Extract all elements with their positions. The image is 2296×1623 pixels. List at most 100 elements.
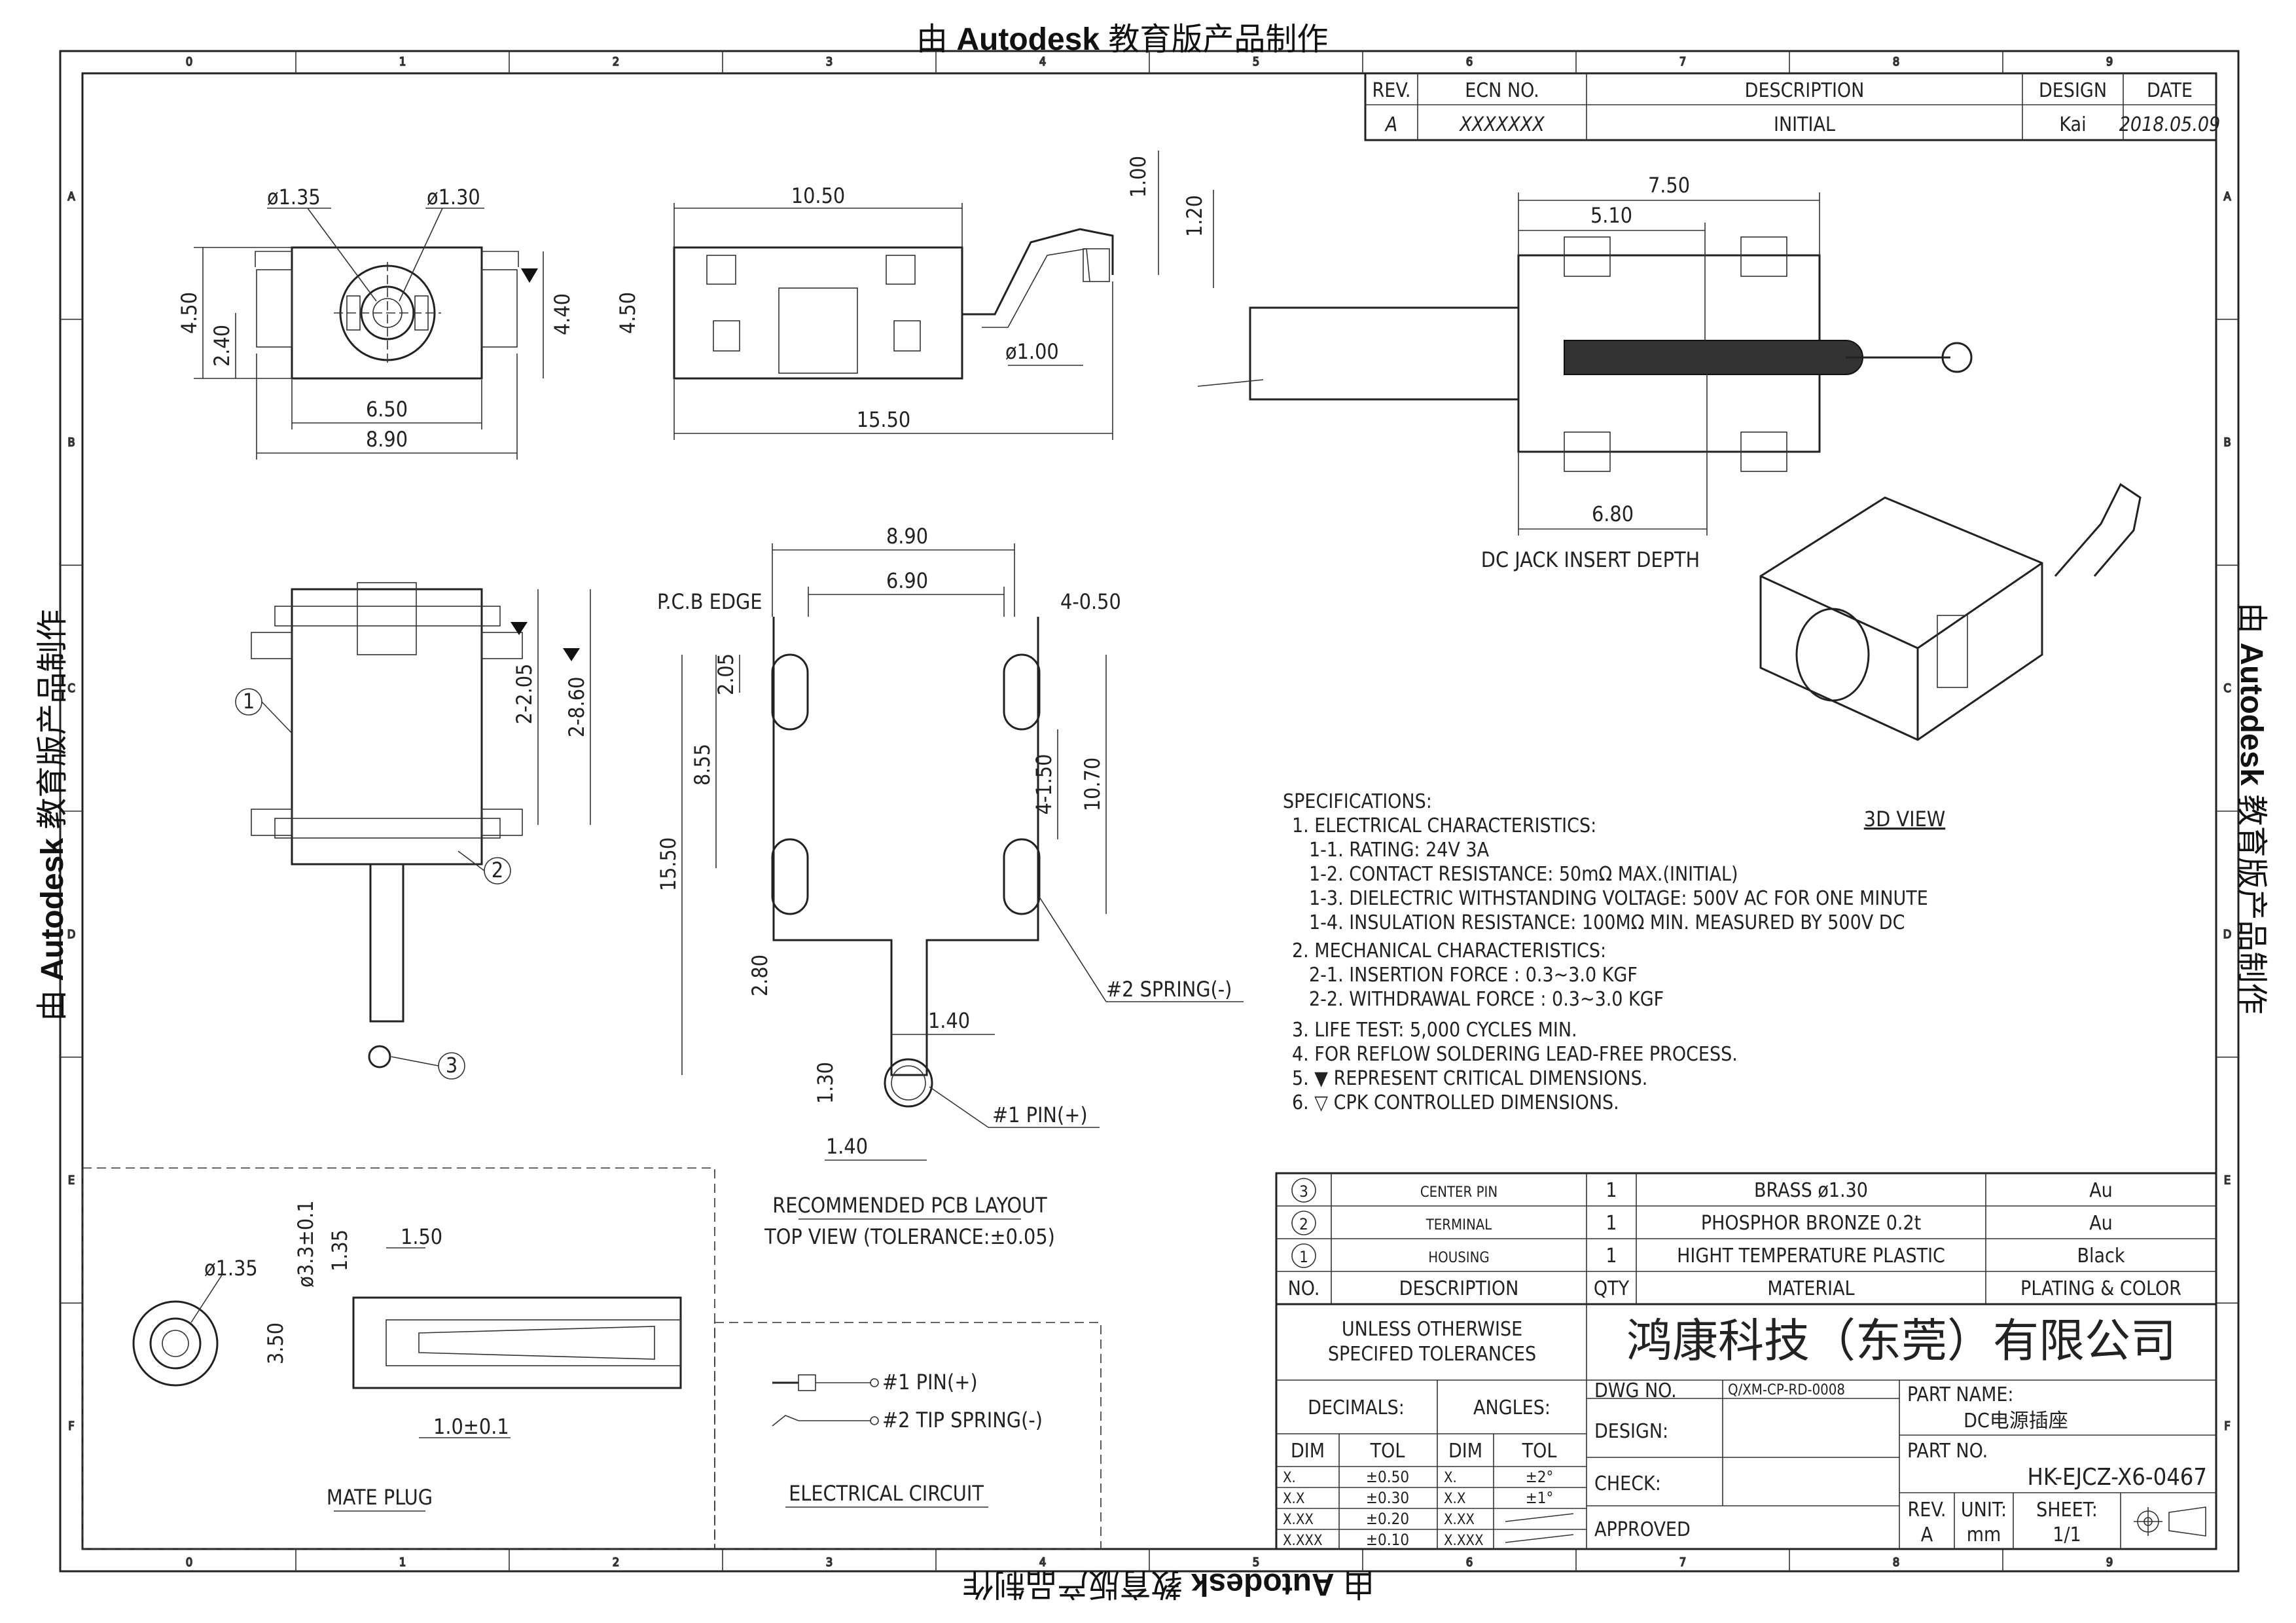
section-caption: DC JACK INSERT DEPTH	[1481, 547, 1700, 572]
bom-cell: BRASS ø1.30	[1754, 1179, 1868, 1202]
dec-dim: X.XXX	[1283, 1533, 1323, 1549]
side-dim-len: 15.50	[857, 407, 910, 432]
decimals-label: DECIMALS:	[1308, 1396, 1405, 1419]
pcb-dim-s9: 1.40	[826, 1134, 868, 1159]
grid-col-label: 8	[1893, 1556, 1899, 1569]
description-value: INITIAL	[1774, 113, 1835, 136]
grid-col-label: 9	[2106, 1556, 2113, 1569]
sheet-value: 1/1	[2053, 1523, 2081, 1546]
grid-col-label: 0	[186, 1556, 192, 1569]
spec-line: 2-1. INSERTION FORCE : 0.3~3.0 KGF	[1309, 964, 1638, 987]
ang-dim: X.XX	[1444, 1512, 1475, 1528]
dec-tol: ±0.30	[1366, 1489, 1409, 1507]
pcb-dim-s1: 2.05	[713, 653, 738, 695]
watermark-bottom: 由 Autodesk 教育版产品制作	[963, 1567, 1374, 1601]
ang-dim-header: DIM	[1448, 1440, 1482, 1463]
grid-row-label: A	[67, 190, 75, 204]
electrical-circuit: #1 PIN(+) #2 TIP SPRING(-) ELECTRICAL CI…	[714, 1322, 1102, 1550]
bottom-view: 1 2 3 2-2.05 2-8.60	[235, 582, 591, 1080]
pcb-dim-s4: 4-1.50	[1031, 754, 1056, 815]
bom-cell: TERMINAL	[1426, 1217, 1492, 1233]
pcb-dim-slot: 4-0.50	[1060, 589, 1121, 614]
bom-cell: 1	[1605, 1245, 1617, 1267]
inserted-plug	[1564, 340, 1863, 375]
front-dim-h1: 4.50	[177, 292, 202, 334]
bottom-callout-2: 2	[492, 858, 503, 883]
unless-line-2: SPECIFED TOLERANCES	[1328, 1343, 1536, 1366]
check-label: CHECK:	[1594, 1472, 1661, 1495]
section-view: 7.50 5.10 6.80 DC JACK INSERT DEPTH	[1197, 173, 1973, 572]
side-dim-h: 4.50	[615, 292, 640, 334]
grid-row-label: E	[68, 1174, 75, 1188]
grid-col-label: 1	[399, 55, 406, 69]
bom-header: QTY	[1594, 1277, 1630, 1300]
spec-line: 4. FOR REFLOW SOLDERING LEAD-FREE PROCES…	[1292, 1043, 1738, 1066]
front-dim-w1: 6.50	[366, 397, 408, 422]
bom-header: NO.	[1288, 1277, 1320, 1300]
grid-col-label: 7	[1679, 1556, 1686, 1569]
spec-line: 3. LIFE TEST: 5,000 CYCLES MIN.	[1292, 1019, 1577, 1042]
pcb-dim-s7: 1.40	[928, 1008, 970, 1033]
pcb-dim-s8: 1.30	[813, 1062, 838, 1104]
spec-line: 1. ELECTRICAL CHARACTERISTICS:	[1292, 814, 1596, 837]
ang-tol: ±1°	[1526, 1489, 1554, 1507]
grid-col-label: 2	[613, 55, 619, 69]
unless-line-1: UNLESS OTHERWISE	[1342, 1318, 1522, 1341]
pcb-edge-label: P.C.B EDGE	[657, 589, 762, 614]
bom-cell: PHOSPHOR BRONZE 0.2t	[1701, 1212, 1921, 1235]
watermark-left: 由 Autodesk 教育版产品制作	[35, 610, 70, 1021]
grid-col-label: 6	[1466, 55, 1473, 69]
front-dim-w2: 8.90	[366, 427, 408, 452]
spec-line: 2. MECHANICAL CHARACTERISTICS:	[1292, 939, 1606, 962]
rev-value: A	[1384, 113, 1397, 136]
pcb-dim-w2: 6.90	[886, 568, 928, 593]
date-value: 2018.05.09	[2119, 113, 2220, 136]
grid-row-label: F	[2224, 1419, 2230, 1433]
pcb-dim-s2: 8.55	[690, 744, 715, 786]
rev-value-tb: A	[1921, 1523, 1933, 1546]
svg-text:由 Autodesk 教育版产品制作: 由 Autodesk 教育版产品制作	[35, 610, 70, 1021]
bom-header: PLATING & COLOR	[2020, 1277, 2181, 1300]
title-block: UNLESS OTHERWISE SPECIFED TOLERANCES 鸿康科…	[1275, 1303, 2217, 1550]
dec-tol: ±0.10	[1366, 1531, 1409, 1549]
grid-col-label: 6	[1466, 1556, 1473, 1569]
bottom-dim-a: 2-2.05	[512, 664, 537, 725]
bottom-callout-3: 3	[446, 1053, 457, 1078]
circuit-caption: ELECTRICAL CIRCUIT	[789, 1481, 984, 1506]
front-dim-h2: 2.40	[209, 325, 234, 367]
svg-text:由 Autodesk 教育版产品制作: 由 Autodesk 教育版产品制作	[916, 22, 1328, 57]
plug-dim-d: ø1.35	[204, 1256, 258, 1281]
grid-row-label: B	[2223, 436, 2231, 450]
specifications: SPECIFICATIONS:1. ELECTRICAL CHARACTERIS…	[1283, 790, 1928, 1114]
part-name-label: PART NAME:	[1907, 1383, 2014, 1406]
bom-cell: HOUSING	[1428, 1250, 1490, 1266]
pcb-dim-s5: 10.70	[1080, 757, 1105, 811]
svg-text:由 Autodesk 教育版产品制作: 由 Autodesk 教育版产品制作	[963, 1567, 1374, 1601]
spec-line: SPECIFICATIONS:	[1283, 790, 1432, 813]
dec-tol: ±0.20	[1366, 1510, 1409, 1528]
bom-cell: 2	[1299, 1215, 1308, 1233]
plug-dim-len: 1.0±0.1	[433, 1414, 509, 1439]
bom-cell: 1	[1299, 1248, 1308, 1266]
rev-header: REV.	[1372, 79, 1411, 102]
projection-symbol-icon	[2134, 1506, 2206, 1537]
grid-col-label: 9	[2106, 55, 2113, 69]
circuit-pin-label: #1 PIN(+)	[882, 1370, 978, 1395]
ecn-value: XXXXXXX	[1458, 113, 1545, 136]
pcb-dim-w1: 8.90	[886, 524, 928, 549]
angles-label: ANGLES:	[1473, 1396, 1551, 1419]
spec-line: 5. ▼ REPRESENT CRITICAL DIMENSIONS.	[1292, 1067, 1647, 1090]
part-name-value: DC电源插座	[1964, 1410, 2068, 1432]
bom-cell: 3	[1299, 1182, 1308, 1201]
grid-col-label: 4	[1039, 1556, 1046, 1569]
bottom-callout-1: 1	[243, 689, 255, 714]
spec-line: 1-2. CONTACT RESISTANCE: 50mΩ MAX.(INITI…	[1309, 863, 1738, 886]
dec-dim-header: DIM	[1291, 1440, 1325, 1463]
side-dim-t2: 1.20	[1182, 195, 1207, 237]
sheet-label: SHEET:	[2036, 1499, 2098, 1522]
bom-cell: HIGHT TEMPERATURE PLASTIC	[1677, 1245, 1945, 1267]
grid-col-label: 5	[1253, 55, 1259, 69]
bom-cell: Au	[2089, 1212, 2113, 1235]
pcb-layout: 8.90 6.90 P.C.B EDGE 4-0.50 2.05 8.55 15…	[656, 524, 1244, 1249]
